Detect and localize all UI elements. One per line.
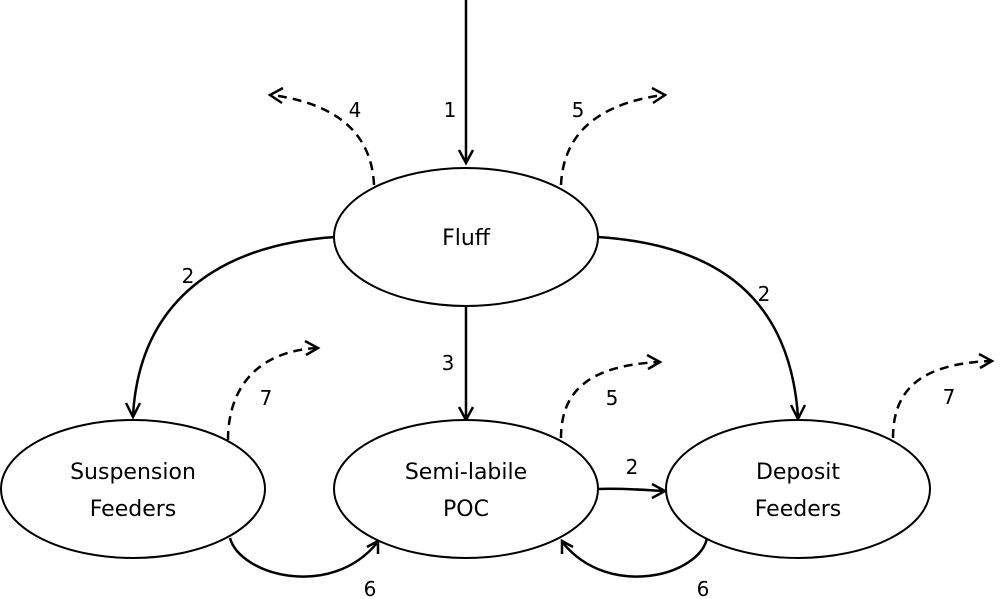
arrowhead-icon [978, 352, 995, 370]
arrowhead-icon [560, 538, 574, 554]
arrowhead-icon [651, 86, 668, 105]
edge-deposit-to-poc: 6 [560, 537, 710, 599]
node-semi-labile-poc-label-line1: Semi-labile [405, 460, 527, 485]
node-deposit-feeders-shape [665, 419, 931, 559]
edge-label-poc-loss: 5 [606, 386, 619, 410]
node-suspension-feeders-shape [0, 419, 266, 559]
edge-label-fluff-loss-left: 4 [349, 98, 362, 122]
node-deposit-feeders-label-line2: Feeders [755, 497, 842, 522]
edge-suspension-to-poc: 6 [228, 537, 380, 599]
node-fluff: Fluff [333, 167, 599, 307]
node-fluff-label: Fluff [442, 226, 491, 251]
arrowhead-icon [124, 402, 142, 420]
edge-fluff-loss-left: 4 [267, 86, 376, 186]
edge-label-fluff-to-deposit: 2 [758, 282, 771, 306]
edge-poc-loss: 5 [559, 353, 663, 439]
node-semi-labile-poc: Semi-labile POC [333, 419, 599, 559]
edge-fluff-to-poc: 3 [442, 307, 475, 423]
arrowhead-icon [651, 482, 668, 500]
arrowhead-icon [304, 339, 321, 357]
node-fluff-shape [333, 167, 599, 307]
node-semi-labile-poc-shape [333, 419, 599, 559]
edge-label-deposit-to-poc: 6 [697, 577, 710, 599]
arrowhead-icon [646, 353, 663, 371]
arrowhead-icon [267, 86, 284, 105]
node-deposit-feeders-label-line1: Deposit [756, 460, 840, 485]
arrowhead-icon [457, 149, 475, 166]
edge-label-fluff-to-suspension: 2 [182, 264, 195, 288]
node-suspension-feeders-label-line2: Feeders [90, 497, 177, 522]
edge-fluff-loss-right: 5 [559, 86, 668, 186]
edge-label-suspension-loss: 7 [260, 386, 273, 410]
edge-label-deposit-loss: 7 [943, 385, 956, 409]
edge-input-to-fluff: 1 [444, 0, 475, 166]
edge-label-input: 1 [444, 98, 457, 122]
edge-label-fluff-loss-right: 5 [572, 98, 585, 122]
edge-label-suspension-to-poc: 6 [364, 577, 377, 599]
edge-fluff-to-suspension: 2 [124, 235, 336, 420]
edge-poc-to-deposit: 2 [597, 455, 668, 500]
edge-label-poc-to-deposit: 2 [626, 455, 639, 479]
node-suspension-feeders: Suspension Feeders [0, 419, 266, 559]
node-semi-labile-poc-label-line2: POC [443, 497, 489, 522]
node-suspension-feeders-label-line1: Suspension [70, 460, 196, 485]
edge-label-fluff-to-poc: 3 [442, 351, 455, 375]
edge-suspension-loss: 7 [226, 339, 321, 441]
node-deposit-feeders: Deposit Feeders [665, 419, 931, 559]
edge-fluff-to-deposit: 2 [597, 235, 807, 422]
edge-deposit-loss: 7 [891, 352, 995, 439]
